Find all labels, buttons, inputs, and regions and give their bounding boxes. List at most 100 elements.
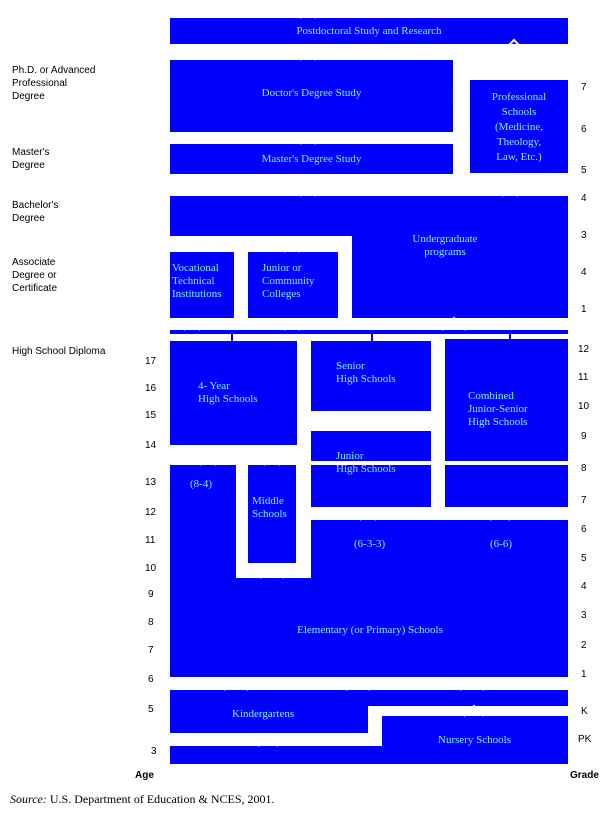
label-kindergartens: Kindergartens xyxy=(232,708,295,720)
grade-label: 7 xyxy=(581,82,587,93)
label-professional: Professional Schools (Medicine, Theology… xyxy=(491,91,547,163)
level-hs-diploma: High School Diploma xyxy=(12,346,106,357)
label-junior-hs: Junior High Schools xyxy=(336,450,396,475)
age-label: 10 xyxy=(145,563,157,574)
block-kindergartens xyxy=(170,706,368,733)
label-elementary: Elementary (or Primary) Schools xyxy=(297,624,443,636)
grade-label: 1 xyxy=(581,304,587,315)
block-professional xyxy=(470,80,568,173)
grade-label: 2 xyxy=(581,640,587,651)
block-junior-hs xyxy=(311,465,431,507)
grade-label: 9 xyxy=(581,431,587,442)
block-postdoc xyxy=(170,18,568,44)
grade-label: PK xyxy=(578,734,592,745)
block-four-year-hs xyxy=(170,341,297,445)
age-label: 14 xyxy=(145,440,157,451)
label-junior-college: Junior or Community Colleges xyxy=(262,262,315,300)
level-bachelors: Bachelor's Degree xyxy=(12,200,59,224)
arrow-icon xyxy=(183,316,467,331)
level-masters: Master's Degree xyxy=(12,147,50,171)
grade-label: 1 xyxy=(581,669,587,680)
arrow-icon xyxy=(501,180,519,197)
age-label: 9 xyxy=(148,589,154,600)
source-text: U.S. Department of Education & NCES, 200… xyxy=(46,792,275,806)
source-label: Source: xyxy=(10,792,47,806)
age-label: 3 xyxy=(151,746,157,757)
grade-label: 10 xyxy=(578,401,590,412)
grade-label: 4 xyxy=(581,193,587,204)
arrow-icon xyxy=(299,8,317,19)
block-doctors xyxy=(170,60,453,132)
grade-label: 5 xyxy=(581,553,587,564)
age-label: 6 xyxy=(148,674,154,685)
grade-label: 12 xyxy=(578,344,590,355)
age-label: 13 xyxy=(145,477,157,488)
block-undergrad-top xyxy=(170,196,568,236)
block-senior-hs xyxy=(311,341,431,411)
block-undergrad xyxy=(352,236,568,318)
pattern-4-4-4: (4-4-4) xyxy=(255,592,287,604)
block-vocational xyxy=(170,252,234,318)
grade-label: 6 xyxy=(581,124,587,135)
label-four-year-hs: 4- Year High Schools xyxy=(198,380,258,405)
label-masters-study: Master's Degree Study xyxy=(261,153,362,165)
grade-label: 3 xyxy=(581,230,587,241)
age-label: 5 xyxy=(148,704,154,715)
label-senior-hs: Senior High Schools xyxy=(336,360,396,385)
label-combined-hs: Combined Junior-Senior High Schools xyxy=(468,390,528,428)
grade-label: 4 xyxy=(581,581,587,592)
block-nursery xyxy=(382,716,568,764)
block-elementary-left xyxy=(170,465,236,677)
grade-label: 8 xyxy=(581,463,587,474)
level-phd: Ph.D. or Advanced Professional Degree xyxy=(12,65,96,102)
pattern-6-3-3: (6-3-3) xyxy=(354,538,386,550)
age-label: 12 xyxy=(145,507,157,518)
arrow-icon xyxy=(299,134,317,145)
axis-age-label: Age xyxy=(135,770,154,781)
block-elementary xyxy=(311,520,568,677)
age-label: 15 xyxy=(145,410,157,421)
block-elementary-mid xyxy=(236,578,311,677)
grade-label: 4 xyxy=(581,267,587,278)
block-combined-hs-lower xyxy=(445,465,568,507)
arrow-icon xyxy=(299,50,317,61)
age-label: 7 xyxy=(148,645,154,656)
source-citation: Source: U.S. Department of Education & N… xyxy=(10,792,275,807)
arrow-icon xyxy=(452,89,470,103)
label-vocational: Vocational Technical Institutions xyxy=(172,262,222,300)
axis-grade-label: Grade xyxy=(570,770,599,781)
grade-label: 3 xyxy=(581,610,587,621)
block-middle xyxy=(248,465,296,563)
age-label: 8 xyxy=(148,617,154,628)
arrow-icon xyxy=(359,508,511,521)
label-middle: Middle Schools xyxy=(252,495,287,520)
arrow-icon xyxy=(223,678,485,691)
block-combined-hs xyxy=(445,339,568,461)
grade-label: 6 xyxy=(581,524,587,535)
arrow-icon xyxy=(199,455,281,466)
arrow-icon xyxy=(283,242,301,253)
arrow-icon xyxy=(299,180,317,197)
age-label: 11 xyxy=(145,535,156,546)
age-label: 17 xyxy=(145,356,157,367)
arrow-icon xyxy=(257,704,485,747)
pattern-8-4: (8-4) xyxy=(190,478,212,490)
label-nursery: Nursery Schools xyxy=(438,734,512,746)
block-kindergarten-top xyxy=(170,690,568,706)
grade-label: 7 xyxy=(581,495,587,506)
grade-label: 11 xyxy=(578,372,589,383)
label-postdoc: Postdoctoral Study and Research xyxy=(296,25,442,37)
grade-label: 5 xyxy=(581,165,587,176)
label-undergrad: Undergraduate programs xyxy=(412,233,478,258)
age-label: 16 xyxy=(145,383,157,394)
hs-diploma-line xyxy=(170,330,568,334)
level-associate: Associate Degree or Certificate xyxy=(12,257,58,294)
block-nursery-left xyxy=(170,746,382,764)
arrow-icon xyxy=(259,564,285,579)
label-doctors: Doctor's Degree Study xyxy=(261,87,362,99)
pattern-6-6: (6-6) xyxy=(490,538,512,550)
grade-label: K xyxy=(581,706,588,717)
arrow-icon xyxy=(499,38,529,80)
